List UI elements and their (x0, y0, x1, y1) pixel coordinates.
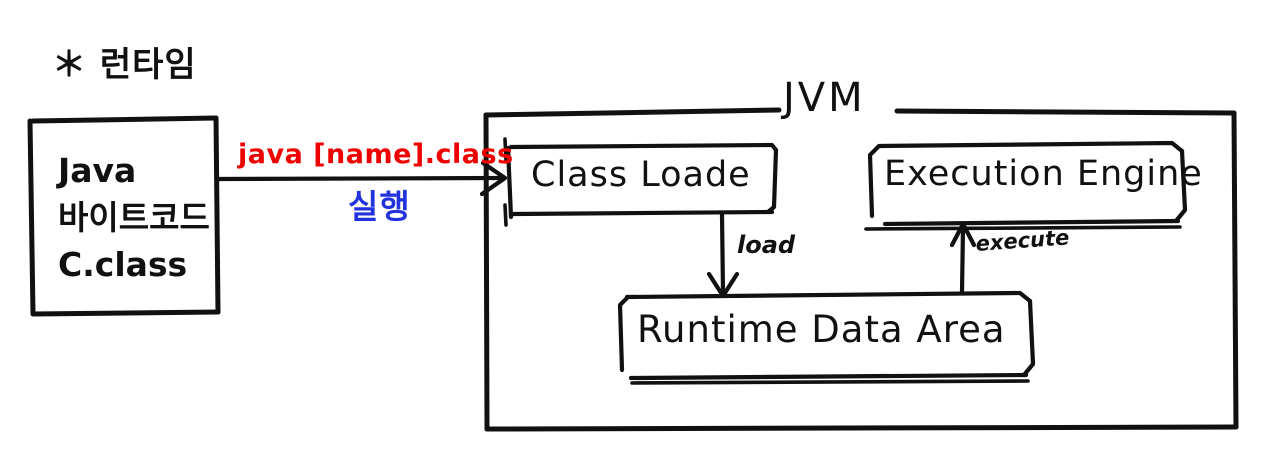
java-command-label: java [name].class (238, 139, 514, 170)
runtime-data-area-box-outline (617, 290, 1036, 385)
runtime-data-area-label: Runtime Data Area (637, 308, 1006, 351)
class-loader-label: Class Loade (531, 155, 751, 195)
java-bytecode-box-text: Java 바이트코드 C.class (58, 148, 210, 289)
java-bytecode-line-2: 바이트코드 (58, 197, 210, 237)
jvm-container-outline (483, 107, 1239, 432)
java-bytecode-box-outline (27, 115, 221, 317)
load-arrow-label: load (737, 231, 796, 259)
load-arrow (706, 211, 740, 299)
class-loader-box-outline (503, 137, 779, 227)
java-bytecode-line-3: C.class (58, 244, 188, 284)
jvm-title-label: JVM (783, 75, 866, 121)
runtime-note-label: ＊ 런타임 (52, 45, 197, 85)
run-command-arrow (216, 160, 508, 197)
execute-arrow (949, 221, 977, 295)
execute-korean-label: 실행 (348, 187, 411, 226)
execution-engine-label: Execution Engine (884, 154, 1203, 194)
execution-engine-box-outline (864, 140, 1188, 231)
java-bytecode-line-1: Java (58, 151, 137, 190)
